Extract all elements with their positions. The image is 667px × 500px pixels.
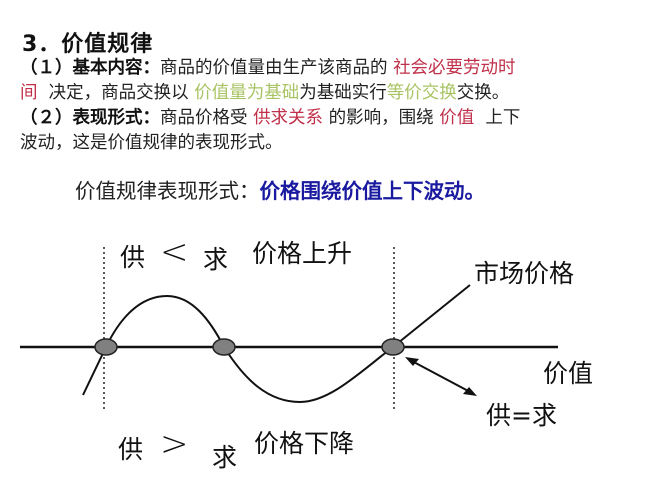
- equilibrium-label: 供=求: [486, 401, 557, 430]
- less-than-sign: <: [160, 232, 189, 272]
- intersection-marker: [94, 338, 118, 356]
- supply-label-top: 供: [120, 243, 146, 272]
- supply-label-bottom: 供: [118, 435, 144, 464]
- point1-line1: （１）基本内容：商品的价值量由生产该商品的 社会必要劳动时: [20, 57, 516, 79]
- point2-text-c: 上下: [474, 108, 521, 128]
- price-rise-label: 价格上升: [252, 239, 353, 268]
- point2-line2: 波动，这是价值规律的表现形式。: [20, 132, 283, 154]
- summary-line: 价值规律表现形式：价格围绕价值上下波动。: [75, 174, 485, 204]
- point1-text-c: 为基础实行: [299, 83, 387, 103]
- point2-highlight-supply-demand: 供求关系: [253, 108, 324, 128]
- point2-label: （２）表现形式：: [20, 108, 160, 128]
- demand-label-top: 求: [203, 245, 229, 274]
- point1-highlight-labor-time-cont: 间: [20, 83, 38, 103]
- point1-line2: 间 决定，商品交换以 价值量为基础为基础实行等价交换交换。: [20, 82, 509, 104]
- demand-label-bottom: 求: [212, 443, 238, 472]
- point1-text-b: 决定，商品交换以: [37, 83, 195, 103]
- point2-text-d: 波动，这是价值规律的表现形式。: [20, 133, 283, 153]
- intersection-marker: [212, 338, 236, 356]
- arrow-head-icon: [463, 387, 477, 396]
- point2-text-b: 的影响，围绕: [323, 108, 440, 128]
- summary-prefix: 价值规律表现形式：: [75, 179, 260, 203]
- point1-text-d: 交换。: [456, 83, 510, 103]
- point1-label: （１）基本内容：: [20, 58, 160, 78]
- point1-highlight-equal-exchange: 等价交换: [386, 83, 457, 103]
- price-fall-label: 价格下降: [254, 429, 355, 458]
- point2-highlight-value: 价值: [439, 108, 475, 128]
- arrow-head-icon: [405, 357, 419, 366]
- summary-emphasis: 价格围绕价值上下波动。: [259, 179, 486, 203]
- point1-highlight-labor-time: 社会必要劳动时: [393, 58, 516, 78]
- greater-than-sign: >: [160, 424, 189, 464]
- section-heading: 3．价值规律: [22, 32, 154, 57]
- value-label: 价值: [543, 359, 594, 388]
- point1-text-a: 商品的价值量由生产该商品的: [160, 58, 394, 78]
- point2-line1: （２）表现形式：商品价格受 供求关系 的影响，围绕 价值 上下: [20, 107, 520, 129]
- equilibrium-arrow: [409, 359, 473, 394]
- point1-highlight-value-basis: 价值量为基础: [194, 83, 300, 103]
- market-price-curve: [82, 284, 471, 404]
- point2-text-a: 商品价格受: [160, 108, 254, 128]
- intersection-marker: [381, 338, 405, 356]
- market-price-label: 市场价格: [474, 259, 575, 288]
